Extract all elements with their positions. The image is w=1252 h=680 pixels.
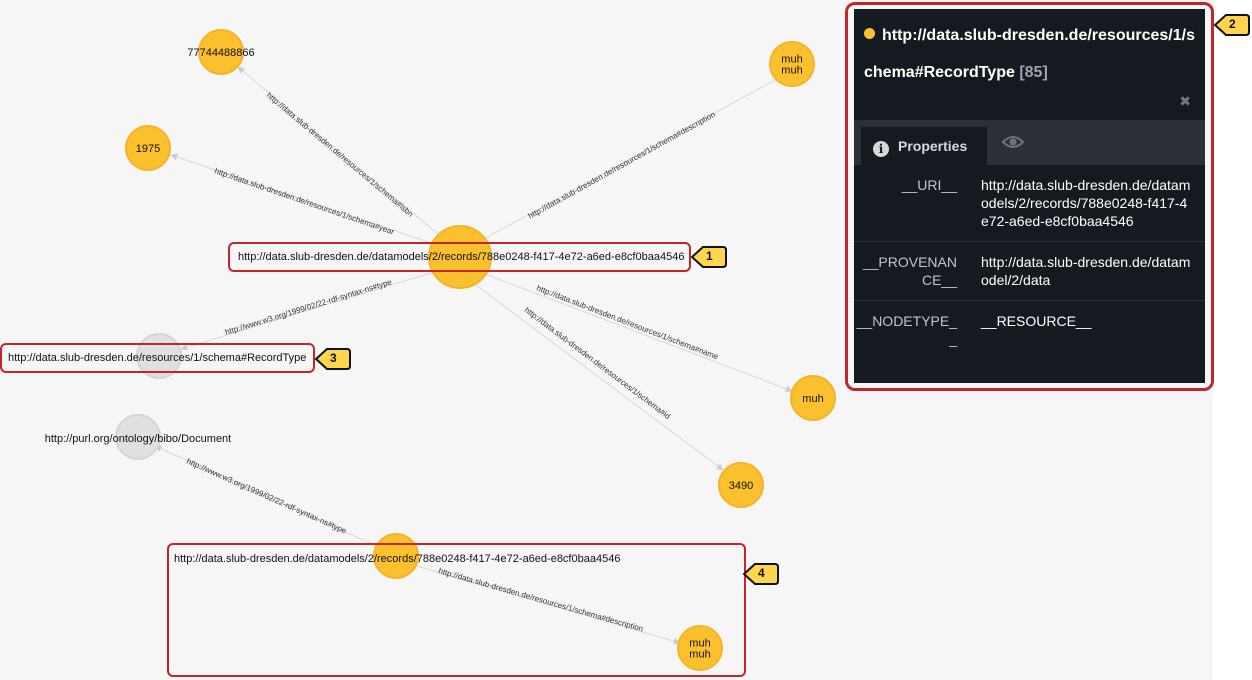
node-details-panel: http://data.slub-dresden.de/resources/1/… bbox=[854, 9, 1205, 383]
property-value: http://data.slub-dresden.de/datamodels/2… bbox=[981, 177, 1191, 229]
property-value: http://data.slub-dresden.de/datamodel/2/… bbox=[981, 254, 1191, 288]
edge-id[interactable] bbox=[475, 284, 724, 471]
label-line: muh bbox=[781, 54, 802, 66]
properties-table: __URI__ http://data.slub-dresden.de/data… bbox=[854, 165, 1205, 359]
record-label-highlight[interactable]: http://data.slub-dresden.de/datamodels/2… bbox=[238, 251, 685, 263]
node-description-value[interactable] bbox=[769, 41, 815, 87]
node-label-name: muh bbox=[802, 393, 823, 405]
label-line: muh bbox=[781, 65, 802, 77]
edge-name[interactable] bbox=[484, 273, 793, 393]
annotation-tag-2: 2 bbox=[1213, 13, 1251, 37]
label-line: muh bbox=[689, 649, 710, 661]
node-description-value-2[interactable] bbox=[677, 625, 723, 671]
property-key: __URI__ bbox=[901, 177, 957, 193]
edge-isbn[interactable] bbox=[237, 66, 446, 241]
panel-tab-bar: i Properties bbox=[854, 120, 1205, 165]
tab-properties[interactable]: i Properties bbox=[861, 127, 987, 165]
node-label-isbn: 77744488866 bbox=[187, 47, 254, 59]
edge-type-2[interactable] bbox=[154, 445, 384, 550]
node-color-dot bbox=[864, 28, 875, 39]
close-icon[interactable]: ✖ bbox=[1179, 93, 1191, 109]
annotation-tag-2-label: 2 bbox=[1229, 17, 1236, 31]
annotation-tag-4-label: 4 bbox=[758, 566, 765, 580]
property-row-uri: __URI__ http://data.slub-dresden.de/data… bbox=[854, 165, 1205, 242]
edge-type[interactable] bbox=[180, 270, 438, 351]
annotation-box-2 bbox=[845, 2, 1214, 391]
graph-svg[interactable]: http://data.slub-dresden.de/resources/1/… bbox=[0, 0, 1213, 680]
node-isbn-value[interactable] bbox=[198, 29, 244, 75]
annotation-tag-1-label: 1 bbox=[706, 249, 713, 263]
annotation-box-1 bbox=[228, 242, 691, 272]
node-label-record-2: http://data.slub-dresden.de/datamodels/2… bbox=[174, 553, 620, 565]
label-line: muh bbox=[689, 638, 710, 650]
node-bibo-document[interactable] bbox=[115, 414, 161, 460]
node-id-value[interactable] bbox=[718, 462, 764, 508]
eye-icon[interactable] bbox=[1001, 133, 1025, 151]
edge-year[interactable] bbox=[170, 153, 438, 246]
edge-label-id: http://data.slub-dresden.de/resources/1/… bbox=[523, 305, 672, 421]
edge-label-description: http://data.slub-dresden.de/resources/1/… bbox=[527, 110, 717, 221]
node-name-value[interactable] bbox=[790, 375, 836, 421]
annotation-tag-3: 3 bbox=[314, 347, 352, 371]
property-row-provenance: __PROVENANCE__ http://data.slub-dresden.… bbox=[854, 242, 1205, 301]
panel-node-count: [85] bbox=[1019, 64, 1048, 81]
node-label-year: 1975 bbox=[136, 143, 160, 155]
property-key: __NODETYPE__ bbox=[856, 313, 957, 347]
node-year-value[interactable] bbox=[125, 125, 171, 171]
record-type-label-highlight[interactable]: http://data.slub-dresden.de/resources/1/… bbox=[8, 352, 307, 364]
edge-label-type-2: http://www.w3.org/1999/02/22-rdf-syntax-… bbox=[185, 457, 348, 536]
property-value: __RESOURCE__ bbox=[981, 313, 1092, 329]
node-record-main[interactable] bbox=[428, 225, 492, 289]
graph-edges bbox=[154, 66, 793, 645]
property-row-nodetype: __NODETYPE__ __RESOURCE__ bbox=[854, 301, 1205, 359]
annotation-tag-4: 4 bbox=[742, 562, 780, 586]
edge-description-2[interactable] bbox=[416, 565, 681, 645]
graph-nodes bbox=[115, 29, 836, 671]
annotation-tag-1: 1 bbox=[690, 245, 728, 269]
property-key: __PROVENANCE__ bbox=[862, 254, 957, 288]
annotation-box-3 bbox=[0, 343, 315, 373]
node-label-bibo-document: http://purl.org/ontology/bibo/Document bbox=[45, 433, 232, 445]
node-record-type[interactable] bbox=[136, 333, 182, 379]
annotation-tag-3-label: 3 bbox=[330, 351, 337, 365]
edge-label-type: http://www.w3.org/1999/02/22-rdf-syntax-… bbox=[224, 277, 393, 337]
tab-properties-label: Properties bbox=[898, 138, 968, 154]
info-icon: i bbox=[873, 141, 889, 157]
node-label-id: 3490 bbox=[729, 480, 753, 492]
annotation-box-4 bbox=[167, 543, 746, 677]
edge-description[interactable] bbox=[477, 73, 787, 243]
panel-title-text: http://data.slub-dresden.de/resources/1/… bbox=[864, 27, 1195, 81]
panel-title: http://data.slub-dresden.de/resources/1/… bbox=[864, 17, 1199, 91]
node-record-2[interactable] bbox=[373, 533, 419, 579]
